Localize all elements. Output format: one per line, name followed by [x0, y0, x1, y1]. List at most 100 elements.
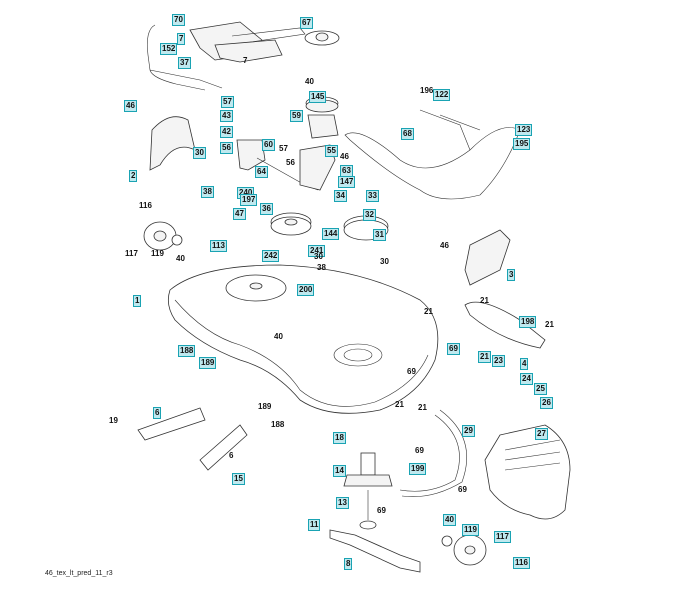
part-label-199[interactable]: 199 — [409, 463, 427, 475]
part-label-123[interactable]: 123 — [515, 124, 533, 136]
part-label-57[interactable]: 57 — [221, 96, 234, 108]
part-label-46: 46 — [340, 152, 349, 161]
part-label-4[interactable]: 4 — [520, 358, 529, 370]
part-label-59[interactable]: 59 — [290, 110, 303, 122]
part-label-119[interactable]: 119 — [462, 524, 479, 536]
part-label-145[interactable]: 145 — [309, 91, 327, 103]
part-label-31[interactable]: 31 — [373, 229, 386, 241]
part-label-11[interactable]: 11 — [308, 519, 321, 531]
part-label-69: 69 — [377, 506, 386, 515]
part-label-13[interactable]: 13 — [336, 497, 349, 509]
part-label-30: 30 — [380, 257, 389, 266]
part-label-38[interactable]: 38 — [201, 186, 214, 198]
part-label-32[interactable]: 32 — [363, 209, 376, 221]
part-label-36[interactable]: 36 — [260, 203, 273, 215]
part-label-68[interactable]: 68 — [401, 128, 414, 140]
part-label-46: 46 — [440, 241, 449, 250]
lift-bracket-assembly — [147, 21, 306, 91]
part-label-33[interactable]: 33 — [366, 190, 379, 202]
gauge-wheel-117-left — [143, 221, 183, 251]
part-label-15[interactable]: 15 — [232, 473, 245, 485]
part-label-144[interactable]: 144 — [322, 228, 340, 240]
part-label-37[interactable]: 37 — [178, 57, 191, 69]
part-label-2[interactable]: 2 — [129, 170, 138, 182]
part-label-242[interactable]: 242 — [262, 250, 280, 262]
discharge-chute-27 — [484, 424, 571, 520]
part-label-197[interactable]: 197 — [240, 194, 258, 206]
part-label-3[interactable]: 3 — [507, 269, 516, 281]
part-label-40[interactable]: 40 — [443, 514, 456, 526]
part-label-70[interactable]: 70 — [172, 14, 185, 26]
part-label-43[interactable]: 43 — [220, 110, 233, 122]
idler-pulley-145 — [305, 96, 339, 139]
part-label-64[interactable]: 64 — [255, 166, 268, 178]
part-label-55[interactable]: 55 — [325, 145, 338, 157]
part-label-26[interactable]: 26 — [540, 397, 553, 409]
part-label-122[interactable]: 122 — [433, 89, 451, 101]
part-label-19: 19 — [109, 416, 118, 425]
part-label-56[interactable]: 56 — [220, 142, 233, 154]
part-label-113[interactable]: 113 — [210, 240, 227, 252]
part-label-196: 196 — [420, 86, 434, 95]
part-label-38: 38 — [317, 263, 326, 272]
part-label-1[interactable]: 1 — [133, 295, 142, 307]
part-label-117[interactable]: 117 — [494, 531, 511, 543]
part-label-30[interactable]: 30 — [193, 147, 206, 159]
part-label-7[interactable]: 7 — [177, 33, 186, 45]
part-label-6[interactable]: 6 — [153, 407, 162, 419]
part-label-40: 40 — [176, 254, 185, 263]
part-label-198[interactable]: 198 — [519, 316, 537, 328]
part-label-152[interactable]: 152 — [160, 43, 178, 55]
part-label-69[interactable]: 69 — [447, 343, 460, 355]
part-label-25[interactable]: 25 — [534, 383, 547, 395]
part-label-34[interactable]: 34 — [334, 190, 347, 202]
part-label-57: 57 — [279, 144, 288, 153]
gauge-wheel-117-right — [441, 534, 487, 566]
part-label-21[interactable]: 21 — [478, 351, 491, 363]
part-label-7: 7 — [243, 56, 248, 65]
part-label-46[interactable]: 46 — [124, 100, 137, 112]
part-label-8[interactable]: 8 — [344, 558, 353, 570]
part-label-40: 40 — [274, 332, 283, 341]
deflector-bracket-198 — [464, 301, 546, 349]
part-label-23[interactable]: 23 — [492, 355, 505, 367]
part-label-116[interactable]: 116 — [513, 557, 530, 569]
part-label-119: 119 — [151, 249, 164, 258]
part-label-21: 21 — [395, 400, 404, 409]
diagram-caption: 46_tex_lt_pred_11_r3 — [45, 570, 113, 577]
part-label-188[interactable]: 188 — [178, 345, 196, 357]
part-label-189[interactable]: 189 — [199, 357, 217, 369]
part-label-188: 188 — [271, 420, 285, 429]
blade-guard-199 — [399, 414, 460, 492]
part-label-69: 69 — [458, 485, 467, 494]
hanger-bracket-6-left — [137, 407, 206, 441]
part-label-67[interactable]: 67 — [300, 17, 313, 29]
part-label-27[interactable]: 27 — [535, 428, 548, 440]
bracket-part-60 — [236, 139, 266, 171]
part-label-241[interactable]: 241 — [308, 245, 326, 257]
part-label-30: 30 — [314, 252, 323, 261]
handle-grip-part-67 — [304, 30, 340, 46]
part-label-200[interactable]: 200 — [297, 284, 315, 296]
part-label-60[interactable]: 60 — [262, 139, 275, 151]
drive-belt-68 — [344, 127, 521, 200]
part-label-147[interactable]: 147 — [338, 176, 356, 188]
part-label-6: 6 — [229, 451, 234, 460]
part-label-56: 56 — [286, 158, 295, 167]
baffle-part-2 — [149, 116, 196, 171]
pulley-36 — [270, 212, 312, 236]
part-label-195[interactable]: 195 — [513, 138, 531, 150]
part-label-18[interactable]: 18 — [333, 432, 346, 444]
part-label-14[interactable]: 14 — [333, 465, 346, 477]
part-label-42[interactable]: 42 — [220, 126, 233, 138]
part-label-69: 69 — [415, 446, 424, 455]
part-label-21: 21 — [424, 307, 433, 316]
deflector-part-3 — [464, 229, 511, 286]
part-label-40: 40 — [305, 77, 314, 86]
part-label-29[interactable]: 29 — [462, 425, 475, 437]
part-label-47[interactable]: 47 — [233, 208, 246, 220]
part-label-24[interactable]: 24 — [520, 373, 533, 385]
part-label-21: 21 — [480, 296, 489, 305]
part-label-117: 117 — [125, 249, 138, 258]
